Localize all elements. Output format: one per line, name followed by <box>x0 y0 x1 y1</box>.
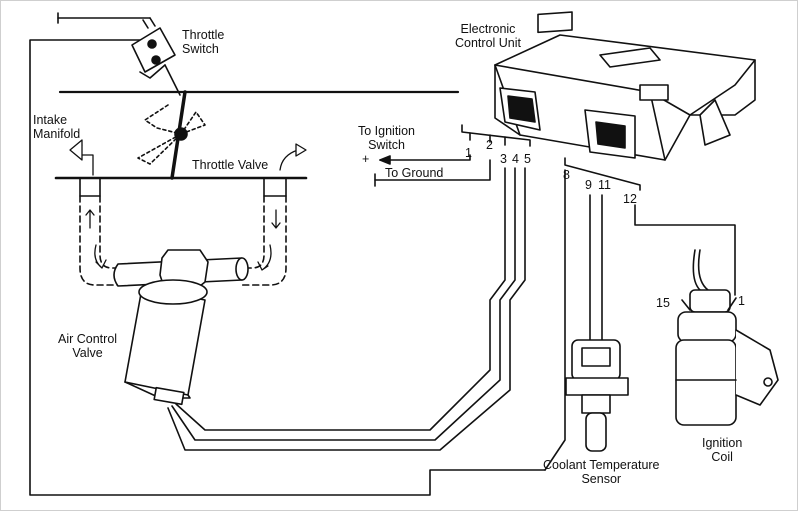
throttle-valve-label: Throttle Valve <box>192 158 269 172</box>
air-control-valve-label: Air Control Valve <box>58 332 118 360</box>
throttle-switch-label: Throttle Switch <box>182 28 225 56</box>
pin-12: 12 <box>623 192 637 206</box>
valve-to-ecu-wires <box>167 167 566 471</box>
coil-terminal-1: 1 <box>738 294 745 308</box>
power-wires <box>374 154 491 187</box>
ignition-coil <box>675 249 779 426</box>
airflow-arrows <box>69 139 307 271</box>
ignition-coil-label: Ignition Coil <box>702 436 743 464</box>
intake-manifold-label: Intake Manifold <box>33 113 81 141</box>
to-ignition-switch-label: To Ignition Switch <box>358 124 415 152</box>
pin-11: 11 <box>598 178 611 192</box>
coil-terminal-15: 15 <box>656 296 670 310</box>
pin-2: 2 <box>486 138 493 152</box>
throttle-valve <box>137 90 206 180</box>
throttle-switch-wire <box>29 12 546 496</box>
coolant-temperature-sensor <box>565 339 629 452</box>
pin-8: 8 <box>563 168 570 182</box>
throttle-switch <box>131 17 181 96</box>
pin-4: 4 <box>512 152 519 166</box>
pin-1: 1 <box>465 146 472 160</box>
coolant-temperature-sensor-label: Coolant Temperature Sensor <box>543 458 660 486</box>
sensor-coil-wires <box>589 194 736 341</box>
pin-3: 3 <box>500 152 507 166</box>
to-ground-label: To Ground <box>385 166 444 180</box>
electronic-control-unit <box>494 11 756 161</box>
air-control-valve <box>113 249 249 406</box>
plus-sign: + <box>362 152 370 166</box>
electronic-control-unit-label: Electronic Control Unit <box>455 22 521 50</box>
pin-5: 5 <box>524 152 531 166</box>
pin-bracket-right <box>564 157 641 191</box>
pin-9: 9 <box>585 178 592 192</box>
pin-bracket-left <box>461 124 531 147</box>
